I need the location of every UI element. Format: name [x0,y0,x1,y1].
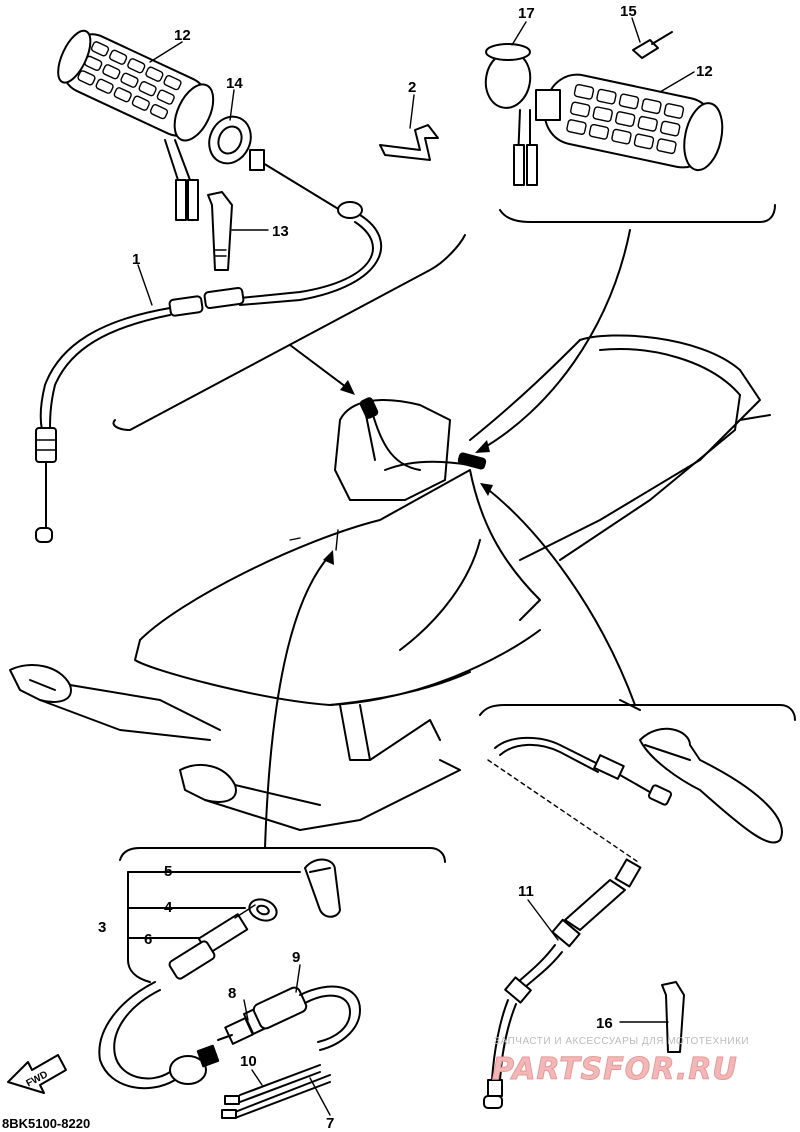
diagram-code: 8BK5100-8220 [2,1116,91,1131]
brake-lever-cable-assembly [483,727,783,1109]
callout-3: 3 [98,919,106,936]
callout-leaders [137,17,695,1116]
callout-12-right: 12 [696,63,713,80]
callout-4: 4 [164,899,173,916]
callout-2: 2 [408,79,416,96]
fwd-arrow-icon: FWD [7,1054,67,1094]
callout-17: 17 [518,5,535,22]
right-handle-grip-assembly [484,31,724,186]
callout-9: 9 [292,949,300,966]
callout-12-left: 12 [174,27,191,44]
callout-6: 6 [144,931,152,948]
callout-15: 15 [620,3,637,20]
callout-11: 11 [518,883,534,900]
callout-7: 7 [326,1115,334,1132]
callout-10: 10 [240,1053,257,1070]
callout-numbers: 12 14 2 13 1 17 15 12 5 4 3 6 9 8 10 7 1… [98,3,713,1132]
left-handle-grip-assembly [35,29,439,543]
leader-lines [112,204,796,863]
callout-13: 13 [272,223,289,240]
callout-14: 14 [226,75,243,92]
watermark-logo: PARTSFOR.RU [492,1052,738,1088]
callout-16: 16 [596,1015,613,1032]
snowmobile-illustration [9,334,771,831]
callout-5: 5 [164,863,172,880]
throttle-sensor-harness-assembly: FWD [7,858,361,1119]
left-grip [57,29,215,142]
callout-1: 1 [132,251,140,268]
right-grip [544,73,724,172]
callout-8: 8 [228,985,236,1002]
watermark-subtitle: ЗАПЧАСТИ И АКСЕССУАРЫ ДЛЯ МОТОТЕХНИКИ [494,1036,750,1047]
